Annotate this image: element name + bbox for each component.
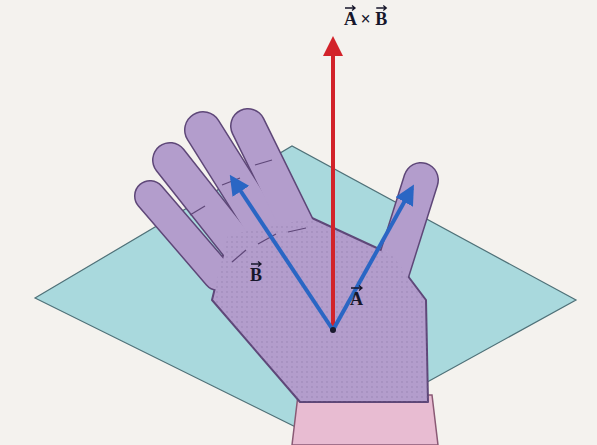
vector-label: B [250,258,262,286]
vector-b-arrow [232,178,333,330]
vector-a-arrow [333,188,412,330]
vector-label: A [350,282,363,310]
finger-creases [190,160,306,262]
plane [35,146,576,440]
hand [150,126,438,445]
vector-label: A × B [344,2,387,30]
origin-dot [330,327,336,333]
cross-product-arrow [331,40,335,330]
